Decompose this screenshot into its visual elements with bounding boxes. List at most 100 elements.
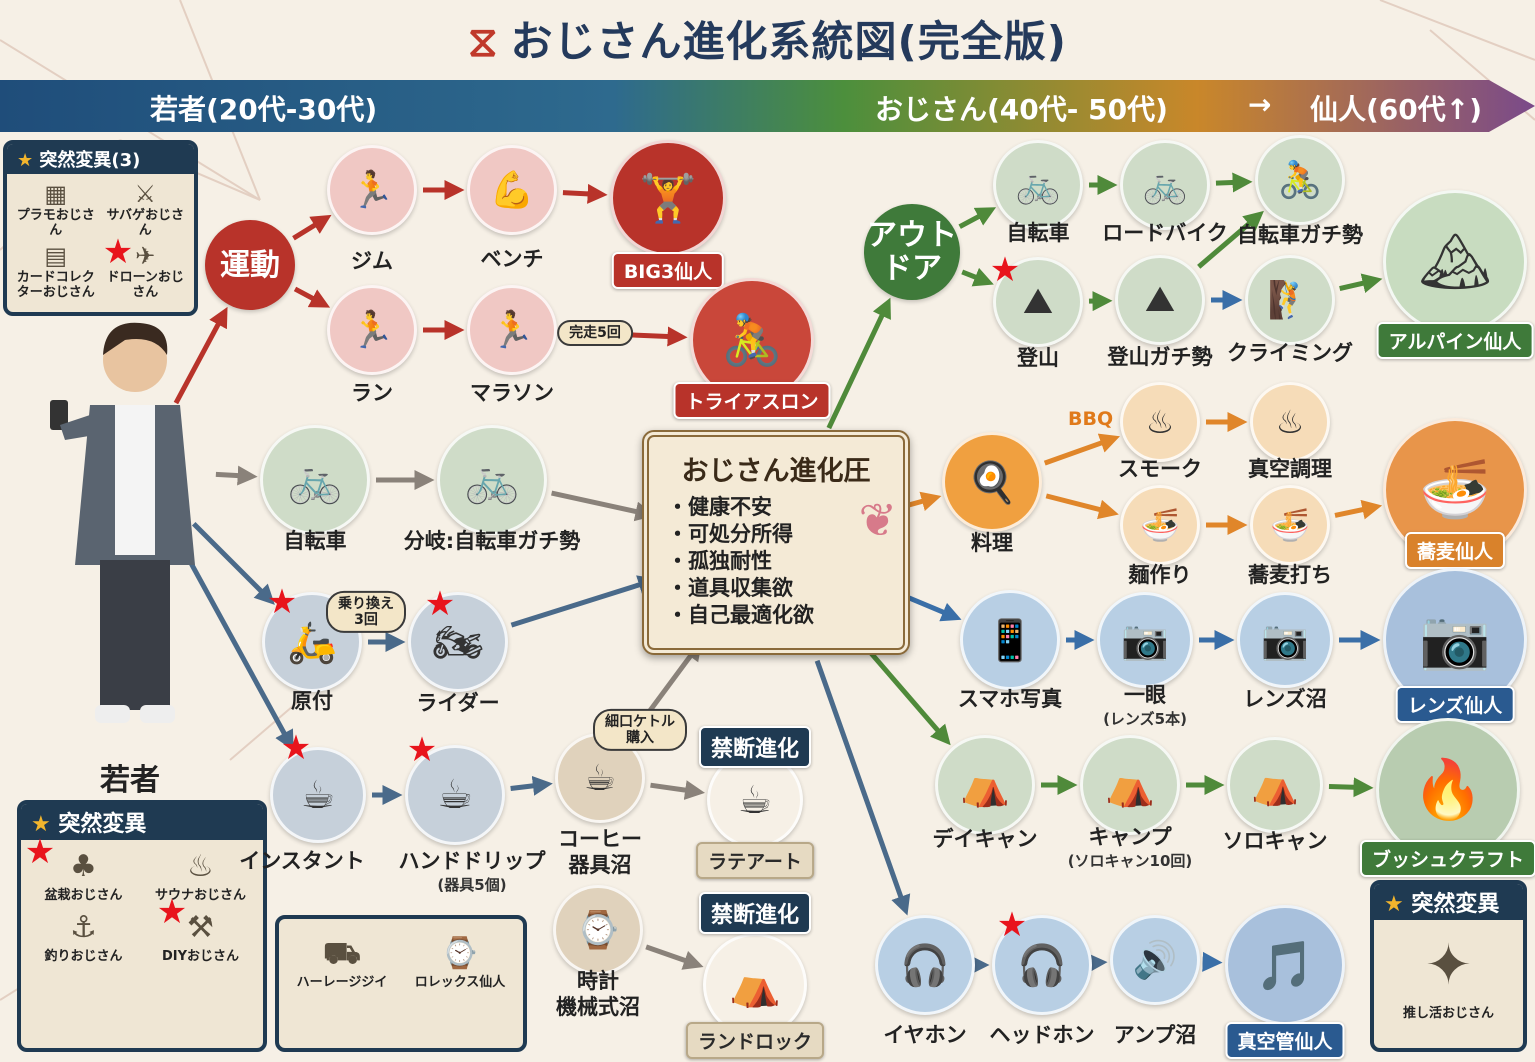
- node-marathon[interactable]: 🏃: [467, 285, 557, 375]
- node-headphone[interactable]: 🎧: [992, 915, 1092, 1015]
- arrow-soba-to-sobasage: [1334, 499, 1383, 520]
- pressure-bullet: ・健康不安: [667, 495, 772, 519]
- arrow-bikepro-to-center: [551, 490, 656, 522]
- node-gym[interactable]: 🏃: [327, 145, 417, 235]
- mutation-item: ▦プラモおじさん: [13, 180, 99, 238]
- mutation-item-label: 盆栽おじさん: [44, 888, 123, 903]
- star-icon: ★: [31, 812, 51, 837]
- mutation-star-icon: ★: [24, 832, 56, 872]
- node-undou[interactable]: 運動: [205, 220, 295, 310]
- node-landrock[interactable]: ⛺: [703, 933, 807, 1037]
- headphones-icon: 🎧: [1017, 942, 1067, 989]
- node-bike[interactable]: 🚲: [260, 425, 370, 535]
- label-moped: 原付: [291, 689, 333, 713]
- node-bench[interactable]: 💪: [467, 145, 557, 235]
- node-run[interactable]: 🏃: [327, 285, 417, 375]
- arrow-center-to-outdoor: [826, 297, 891, 430]
- node-lens[interactable]: 📷: [1237, 592, 1333, 688]
- node-outdoor[interactable]: アウト ドア: [864, 204, 960, 300]
- label-rider: ライダー: [416, 691, 500, 715]
- sublabel-camp: (ソロキャン10回): [1067, 852, 1193, 870]
- node-bushcraft[interactable]: 🔥: [1376, 718, 1520, 862]
- node-cook[interactable]: 🍳: [942, 432, 1042, 532]
- evolution-pressure-box: おじさん進化圧 ・健康不安・可処分所得・孤独耐性・道具収集欲・自己最適化欲 ❦: [642, 430, 910, 655]
- mutation-item: ♨サウナおじさん: [144, 846, 257, 903]
- label-vacuum: 真空調理: [1248, 457, 1332, 481]
- mutation-box-right: ★ 突然変異 ✦推し活おじさん: [1370, 880, 1527, 1052]
- node-watch[interactable]: ⌚: [553, 885, 643, 975]
- label-soba: 蕎麦打ち: [1248, 563, 1332, 587]
- label-instant: インスタント: [239, 849, 365, 873]
- node-climb[interactable]: ⛰: [993, 257, 1083, 347]
- arrow-youth-to-undou: [173, 306, 228, 405]
- label-climb: 登山: [1017, 346, 1059, 370]
- badge-bushcraft: ブッシュクラフト: [1359, 840, 1535, 877]
- node-climbgachi[interactable]: ⛰: [1115, 255, 1205, 345]
- mutation-star-icon: ★: [280, 728, 312, 768]
- node-slr[interactable]: 📷: [1097, 592, 1193, 688]
- label-coffee: コーヒー 器具沼: [558, 827, 642, 877]
- label-watch: 時計 機械式沼: [556, 969, 640, 1019]
- node-instant[interactable]: ☕: [270, 747, 366, 843]
- young-man-figure: [45, 315, 215, 755]
- node-earphone[interactable]: 🎧: [875, 915, 975, 1015]
- node-triathlon[interactable]: 🚴: [690, 278, 814, 402]
- node-bikegachi[interactable]: 🚴: [1255, 135, 1345, 225]
- mutation-item: ✈ドローンおじさん: [103, 242, 189, 300]
- motorcycle-icon: ⛟: [323, 936, 361, 971]
- node-solocamp[interactable]: ⛺: [1227, 737, 1323, 833]
- node-drip[interactable]: ☕: [405, 745, 505, 845]
- node-daycamp[interactable]: ⛺: [935, 735, 1035, 835]
- soba-sage-icon: 🍜: [1419, 456, 1491, 523]
- mutation-item-label: 推し活おじさん: [1402, 1006, 1494, 1021]
- forbidden-evolution-badge: 禁断進化: [698, 892, 812, 934]
- node-camp[interactable]: ⛺: [1080, 735, 1180, 835]
- arrow-cook-to-noodle: [1045, 493, 1119, 520]
- label-headphone: ヘッドホン: [989, 1023, 1095, 1047]
- node-amp[interactable]: 🔊: [1110, 915, 1200, 1005]
- node-soba[interactable]: 🍜: [1250, 485, 1330, 565]
- label-earphone: イヤホン: [883, 1023, 967, 1047]
- node-smoke[interactable]: ♨: [1120, 382, 1200, 462]
- node-vacuum[interactable]: ♨: [1250, 382, 1330, 462]
- mutation-item-label: サウナおじさん: [154, 888, 246, 903]
- node-alpine[interactable]: 🏔: [1383, 190, 1527, 334]
- mutation-item-label: ハーレージジイ: [296, 975, 388, 990]
- mutation-item: ⛟ ハーレージジイ: [285, 933, 399, 990]
- badge-lenssage: レンズ仙人: [1395, 686, 1515, 723]
- bicycle-icon: 🚲: [287, 455, 343, 506]
- mutation-star-icon: ★: [266, 582, 298, 622]
- node-obike[interactable]: 🚲: [993, 140, 1083, 230]
- bodybuilder-icon: 💪: [489, 170, 535, 211]
- node-phone[interactable]: 📱: [960, 590, 1060, 690]
- pressure-bullet: ・自己最適化欲: [667, 603, 814, 627]
- mountaineer-icon: ⛰: [1144, 279, 1176, 320]
- forbidden-evolution-badge: 禁断進化: [698, 726, 812, 768]
- label-climbgachi: 登山ガチ勢: [1107, 345, 1213, 369]
- arrow-undou-to-run: [293, 286, 331, 308]
- mutation-star-icon: ★: [406, 730, 438, 770]
- note-pill: 細口ケトル 購入: [593, 708, 687, 752]
- banner-youth: 若者(20代-30代): [150, 93, 378, 126]
- label-bench: ベンチ: [480, 247, 544, 271]
- label-bike: 自転車: [283, 529, 347, 553]
- mutation-box-bottom-left: ★ 突然変異 ♣盆栽おじさん♨サウナおじさん⚓釣りおじさん⚒DIYおじさん: [17, 800, 267, 1052]
- node-climbing[interactable]: 🧗: [1245, 255, 1335, 345]
- node-rider[interactable]: 🏍: [408, 592, 508, 692]
- label-slr: 一眼: [1124, 683, 1166, 707]
- node-noodle[interactable]: 🍜: [1120, 485, 1200, 565]
- amplifier-icon: 🔊: [1132, 940, 1178, 981]
- alpine-sage-icon: 🏔: [1418, 228, 1492, 295]
- mutation-item: ⚒DIYおじさん: [144, 907, 257, 964]
- node-tube[interactable]: 🎵: [1225, 905, 1345, 1025]
- node-bikepro[interactable]: 🚲: [437, 425, 547, 535]
- label-obike: 自転車: [1006, 221, 1070, 245]
- node-big3[interactable]: 🏋: [610, 140, 726, 256]
- treadmill-icon: 🏃: [349, 170, 395, 211]
- mutation-box-top: ★ 突然変異(3) ▦プラモおじさん⚔サバゲおじさん▤カードコレクターおじさん✈…: [3, 140, 198, 316]
- star-icon: ★: [1384, 892, 1404, 917]
- drip-coffee-icon: ☕: [437, 772, 473, 818]
- badge-latte: ラテアート: [696, 842, 814, 879]
- drone-icon: ✈: [135, 242, 156, 270]
- node-roadbike[interactable]: 🚲: [1120, 140, 1210, 230]
